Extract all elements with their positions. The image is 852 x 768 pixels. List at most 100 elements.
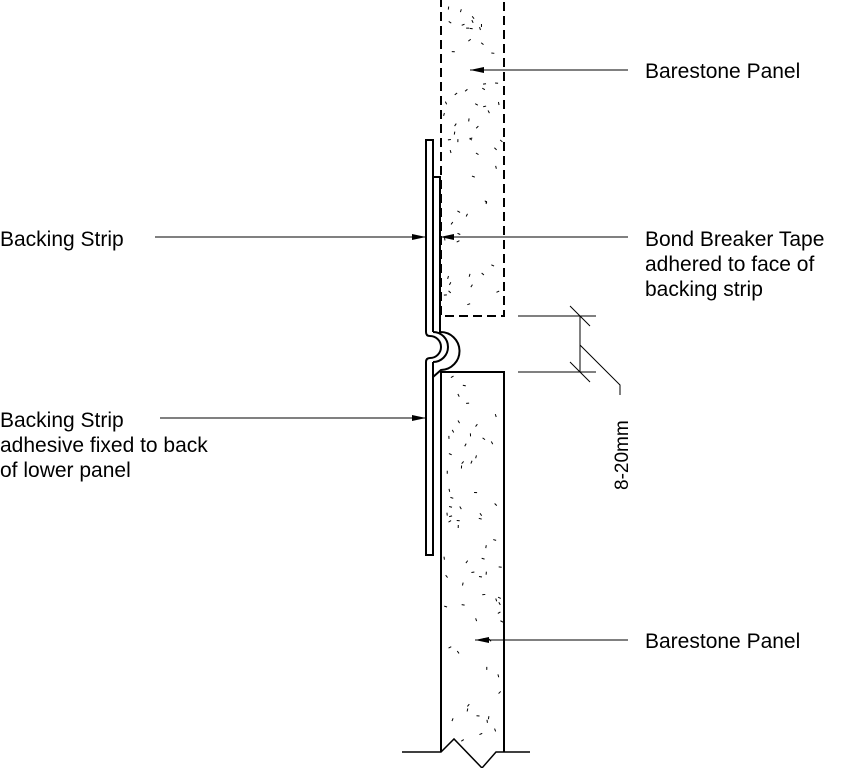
stipple-mark — [467, 303, 471, 306]
stipple-mark — [482, 437, 486, 441]
stipple-mark — [494, 728, 497, 732]
stipple-mark — [475, 125, 479, 129]
label-line: Bond Breaker Tape — [645, 228, 825, 251]
stipple-mark — [475, 455, 477, 459]
stipple-mark — [471, 175, 475, 178]
stipple-mark — [475, 618, 478, 622]
strip-bump-inner — [425, 331, 442, 363]
stipple-mark — [468, 273, 471, 277]
stipple-mark — [495, 165, 497, 169]
stipple-mark — [499, 139, 503, 143]
stipple-mark — [466, 703, 470, 707]
stipple-mark — [454, 123, 457, 127]
stipple-mark — [459, 506, 462, 510]
stipple-mark — [496, 290, 500, 293]
stipple-mark — [498, 601, 501, 606]
stipple-mark — [494, 503, 498, 506]
stone-texture — [443, 6, 504, 742]
stipple-mark — [445, 574, 448, 578]
dimension-label: 8-20mm — [612, 420, 633, 490]
upper-barestone-panel — [440, 0, 505, 317]
stipple-mark — [480, 42, 484, 46]
label-line: of lower panel — [0, 459, 131, 482]
stipple-mark — [465, 560, 469, 564]
label-line: adhesive fixed to back — [0, 434, 208, 457]
stipple-mark — [493, 539, 497, 541]
stipple-mark — [464, 443, 467, 447]
stipple-mark — [483, 105, 487, 108]
stipple-mark — [444, 605, 448, 608]
stipple-mark — [449, 515, 453, 518]
stipple-mark — [498, 691, 502, 694]
stipple-mark — [465, 213, 468, 217]
stipple-mark — [485, 545, 487, 549]
stipple-mark — [468, 38, 472, 42]
label-line: Backing Strip — [0, 409, 124, 432]
stipple-mark — [448, 282, 452, 286]
label-top-barestone-panel: Barestone Panel — [645, 60, 801, 83]
stipple-mark — [449, 149, 452, 154]
stipple-mark — [461, 23, 465, 26]
stipple-mark — [451, 429, 455, 433]
stipple-mark — [457, 420, 460, 424]
stipple-mark — [457, 210, 461, 213]
lower-barestone-panel — [440, 371, 505, 752]
stipple-mark — [444, 101, 448, 105]
stipple-mark — [478, 517, 482, 520]
stipple-mark — [471, 571, 475, 574]
stipple-mark — [481, 272, 485, 276]
label-line: adhered to face of — [645, 253, 815, 276]
stipple-mark — [456, 240, 460, 243]
stipple-mark — [497, 596, 502, 599]
break-line — [402, 737, 530, 768]
stipple-mark — [450, 221, 454, 225]
stipple-mark — [475, 423, 478, 427]
stipple-mark — [448, 21, 452, 24]
stipple-mark — [475, 152, 479, 156]
stipple-mark — [494, 147, 497, 151]
stipple-mark — [448, 488, 451, 492]
stipple-mark — [479, 732, 483, 736]
stipple-mark — [460, 739, 465, 742]
strip-bump-outer — [432, 331, 449, 363]
stipple-mark — [448, 453, 452, 456]
stipple-mark — [479, 26, 481, 31]
stipple-mark — [448, 290, 452, 294]
stipple-mark — [491, 264, 495, 267]
stipple-mark — [448, 520, 452, 523]
stipple-mark — [457, 232, 461, 235]
stipple-mark — [443, 112, 445, 116]
stipple-mark — [451, 718, 454, 722]
stipple-mark — [470, 460, 473, 464]
stipple-mark — [456, 650, 460, 654]
stipple-mark — [482, 87, 486, 91]
stipple-mark — [497, 611, 501, 614]
label-line: backing strip — [645, 278, 763, 301]
stipple-mark — [474, 103, 479, 106]
stipple-mark — [479, 512, 483, 516]
stipple-mark — [462, 582, 464, 586]
backing-strip — [425, 139, 434, 556]
stipple-mark — [454, 92, 458, 96]
label-bond-breaker-tape: Bond Breaker Tape adhered to face of bac… — [645, 227, 824, 302]
stipple-mark — [481, 557, 485, 560]
stipple-mark — [461, 461, 465, 465]
stipple-mark — [471, 19, 474, 24]
stipple-mark — [462, 384, 466, 387]
stipple-mark — [495, 598, 498, 602]
stipple-mark — [457, 393, 460, 397]
stipple-mark — [464, 88, 468, 92]
label-backing-strip: Backing Strip — [0, 228, 124, 251]
stipple-mark — [487, 110, 490, 114]
stipple-mark — [497, 101, 500, 106]
stipple-mark — [500, 620, 504, 623]
stipple-mark — [447, 275, 449, 279]
stipple-mark — [466, 708, 469, 712]
stipple-mark — [469, 137, 473, 141]
stipple-mark — [459, 9, 462, 13]
stipple-mark — [450, 375, 454, 378]
stipple-mark — [471, 16, 475, 19]
stipple-mark — [461, 604, 465, 606]
stipple-mark — [448, 506, 453, 508]
